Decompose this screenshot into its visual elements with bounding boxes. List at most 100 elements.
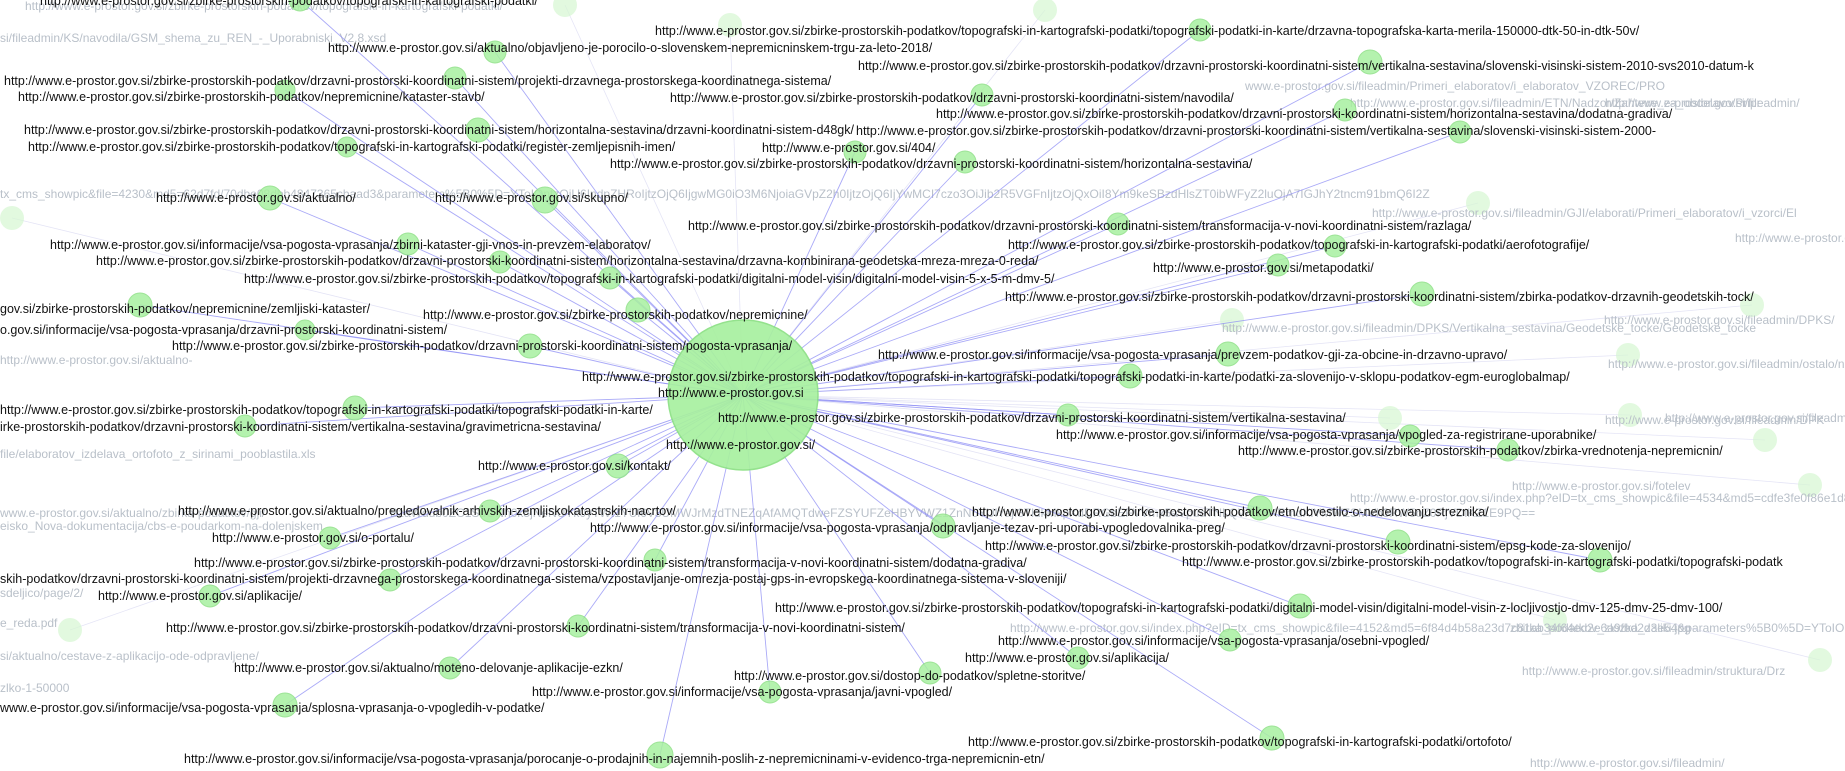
graph-node-label[interactable]: irke-prostorskih-podatkov/drzavni-prosto… xyxy=(0,420,601,434)
graph-node[interactable] xyxy=(336,136,358,158)
graph-node-label[interactable]: http://www.e-prostor.gov.si/404/ xyxy=(762,141,936,155)
graph-node[interactable] xyxy=(643,548,667,572)
hub-label[interactable]: http://www.e-prostor.gov.si xyxy=(658,386,804,400)
graph-node-label[interactable]: skih-podatkov/drzavni-prostorski-koordin… xyxy=(0,572,1067,586)
graph-node-label[interactable]: http://www.e-prostor.gov.si/zbirke-prost… xyxy=(24,123,854,137)
graph-node-label[interactable]: http://www.e-prostor.gov.si/informacije/… xyxy=(998,634,1430,648)
graph-node[interactable] xyxy=(1448,120,1472,144)
faint-node-label[interactable]: http://www.e-prostor.gov.si/fileadmin/GJ… xyxy=(1735,231,1845,245)
faint-node[interactable] xyxy=(1378,406,1402,430)
graph-node[interactable] xyxy=(465,117,491,143)
graph-node-label[interactable]: http://www.e-prostor.gov.si/informacije/… xyxy=(50,238,651,252)
faint-node-label[interactable]: http://www.e-prostor.gov.si/fileadmin/ xyxy=(1665,411,1845,425)
graph-node-label[interactable]: http://www.e-prostor.gov.si/zbirke-prost… xyxy=(244,272,1055,286)
faint-node[interactable] xyxy=(1808,648,1832,672)
graph-node[interactable] xyxy=(1323,234,1347,258)
graph-node[interactable] xyxy=(1066,646,1090,670)
faint-node[interactable] xyxy=(1466,191,1490,215)
faint-node[interactable] xyxy=(1740,293,1764,317)
graph-node[interactable] xyxy=(318,526,342,550)
faint-node-label[interactable]: eisko_Nova-dokumentacija/cbs-e-poudarkom… xyxy=(0,519,323,533)
graph-node[interactable] xyxy=(1247,495,1273,521)
graph-node-label[interactable]: http://www.e-prostor.gov.si/zbirke-prost… xyxy=(28,140,676,154)
graph-node-label[interactable]: http://www.e-prostor.gov.si/aktualno/ xyxy=(156,191,356,205)
graph-node[interactable] xyxy=(758,680,782,704)
graph-node[interactable] xyxy=(443,66,467,90)
faint-node-label[interactable]: http://www.e-prostor.gov.si/fileadmin/ xyxy=(1530,756,1725,770)
faint-node-label[interactable]: si/fileadmin/KS/navodila/GSM_shema_zu_RE… xyxy=(0,31,386,45)
graph-node-label[interactable]: http://www.e-prostor.gov.si/dostop-do-po… xyxy=(734,669,1086,683)
graph-node[interactable] xyxy=(488,250,512,274)
graph-node-label[interactable]: http://www.e-prostor.gov.si/zbirke-prost… xyxy=(18,90,485,104)
graph-node-label[interactable]: http://www.e-prostor.gov.si/informacije/… xyxy=(878,348,1508,362)
faint-node[interactable] xyxy=(1798,473,1822,497)
graph-node[interactable] xyxy=(1398,424,1422,448)
faint-node-label[interactable]: http://www.e-prostor.gov.si/zbirke-prost… xyxy=(25,0,504,13)
graph-node[interactable] xyxy=(646,741,674,769)
faint-node-label[interactable]: www.e-prostor.gov.si/aktualno/zbirka-pod… xyxy=(0,506,266,520)
graph-node[interactable] xyxy=(342,395,368,421)
graph-node-label[interactable]: http://www.e-prostor.gov.si/zbirke-prost… xyxy=(96,254,1039,268)
graph-node[interactable] xyxy=(1587,547,1613,573)
graph-node[interactable] xyxy=(438,656,462,680)
graph-node-label[interactable]: http://www.e-prostor.gov.si/zbirke-prost… xyxy=(610,157,1253,171)
faint-node[interactable] xyxy=(553,0,577,17)
hub-label-slash[interactable]: http://www.e-prostor.gov.si/ xyxy=(666,438,816,452)
faint-node-label[interactable]: http://www.e-prostor.gov.si/fileadmin/ET… xyxy=(1350,96,1761,110)
faint-node-label[interactable]: http://www.e-prostor.gov.si/index.php?eI… xyxy=(1350,491,1845,505)
graph-node-label[interactable]: http://www.e-prostor.gov.si/zbirke-prost… xyxy=(1008,238,1590,252)
graph-node-label[interactable]: http://www.e-prostor.gov.si/o-portalu/ xyxy=(212,531,414,545)
graph-node-label[interactable]: http://www.e-prostor.gov.si/zbirke-prost… xyxy=(1182,555,1783,569)
graph-node-label[interactable]: http://www.e-prostor.gov.si/zbirke-prost… xyxy=(688,219,1472,233)
graph-node-label[interactable]: http://www.e-prostor.gov.si/zbirke-prost… xyxy=(856,124,1656,138)
faint-node[interactable] xyxy=(1618,403,1642,427)
graph-node[interactable] xyxy=(274,79,296,101)
faint-node[interactable] xyxy=(718,13,742,37)
graph-node-label[interactable]: http://www.e-prostor.gov.si/zbirke-prost… xyxy=(40,0,538,8)
graph-node[interactable] xyxy=(257,185,283,211)
graph-node-label[interactable]: gov.si/zbirke-prostorskih-podatkov/nepre… xyxy=(0,302,371,316)
graph-node-label[interactable]: http://www.e-prostor.gov.si/zbirke-prost… xyxy=(423,308,808,322)
graph-node-label[interactable]: http://www.e-prostor.gov.si/zbirke-prost… xyxy=(718,411,1346,425)
graph-node-label[interactable]: http://www.e-prostor.gov.si/kontakt/ xyxy=(478,459,671,473)
faint-node-label[interactable]: http://www.e-prostor.gov.si/fileadmin/DP… xyxy=(1605,413,1824,427)
graph-node[interactable] xyxy=(1056,403,1080,427)
faint-node-label[interactable]: http://www.e-prostor.gov.si/fileadmin/DP… xyxy=(1604,313,1835,327)
graph-node[interactable] xyxy=(127,292,153,318)
graph-node-label[interactable]: http://www.e-prostor.gov.si/zbirke-prost… xyxy=(172,339,793,353)
faint-node-label[interactable]: tx_cms_showpic&file=4230&md5=62d7fd/70db… xyxy=(0,187,1430,201)
graph-node-label[interactable]: http://www.e-prostor.gov.si/skupno/ xyxy=(435,191,628,205)
graph-node-label[interactable]: o.gov.si/informacije/vsa-pogosta-vprasan… xyxy=(0,323,448,337)
graph-node-label[interactable]: http://www.e-prostor.gov.si/zbirke-prost… xyxy=(0,403,653,417)
graph-node[interactable] xyxy=(478,499,502,523)
graph-node[interactable] xyxy=(566,614,590,638)
graph-node[interactable] xyxy=(1496,438,1520,462)
graph-node[interactable] xyxy=(1409,281,1435,307)
graph-node-label[interactable]: http://www.e-prostor.gov.si/zbirke-prost… xyxy=(670,91,1234,105)
graph-node[interactable] xyxy=(1357,49,1383,75)
graph-node-label[interactable]: http://www.e-prostor.gov.si/zbirke-prost… xyxy=(194,556,1027,570)
graph-node[interactable] xyxy=(1117,363,1143,389)
graph-node-label[interactable]: http://www.e-prostor.gov.si/aktualno/mot… xyxy=(234,661,623,675)
graph-node-label[interactable]: http://www.e-prostor.gov.si/zbirke-prost… xyxy=(4,74,832,88)
graph-node[interactable] xyxy=(953,150,977,174)
faint-node[interactable] xyxy=(1753,428,1777,452)
faint-node-label[interactable]: http://www.e-prostor.gov.si/aktualno- xyxy=(0,353,193,367)
faint-node-label[interactable]: file/elaboratov_izdelava_ortofoto_z_siri… xyxy=(0,447,316,461)
graph-node-label[interactable]: http://www.e-prostor.gov.si/zbirke-prost… xyxy=(775,601,1723,615)
graph-node[interactable] xyxy=(1333,98,1357,122)
graph-node[interactable] xyxy=(396,232,420,256)
graph-node[interactable] xyxy=(625,297,651,323)
hub-node[interactable] xyxy=(667,319,819,471)
graph-node[interactable] xyxy=(930,513,956,539)
graph-node[interactable] xyxy=(1259,725,1285,751)
graph-node[interactable] xyxy=(294,319,316,341)
graph-node[interactable] xyxy=(970,83,994,107)
faint-node-label[interactable]: http://www.e-prostor.gov.si/fileadmin/GJ… xyxy=(1372,206,1797,220)
graph-node[interactable] xyxy=(1215,341,1241,367)
faint-node-label[interactable]: http://www.e-prostor.gov.si/fileadmin/st… xyxy=(1522,664,1785,678)
faint-node-label[interactable]: http://www.e-prostor.gov.si/fileadmin/ xyxy=(1605,96,1800,110)
graph-node-label[interactable]: http://www.e-prostor.gov.si/zbirke-prost… xyxy=(1238,444,1723,458)
graph-node-label[interactable]: http://www.e-prostor.gov.si/aplikacija/ xyxy=(965,651,1170,665)
